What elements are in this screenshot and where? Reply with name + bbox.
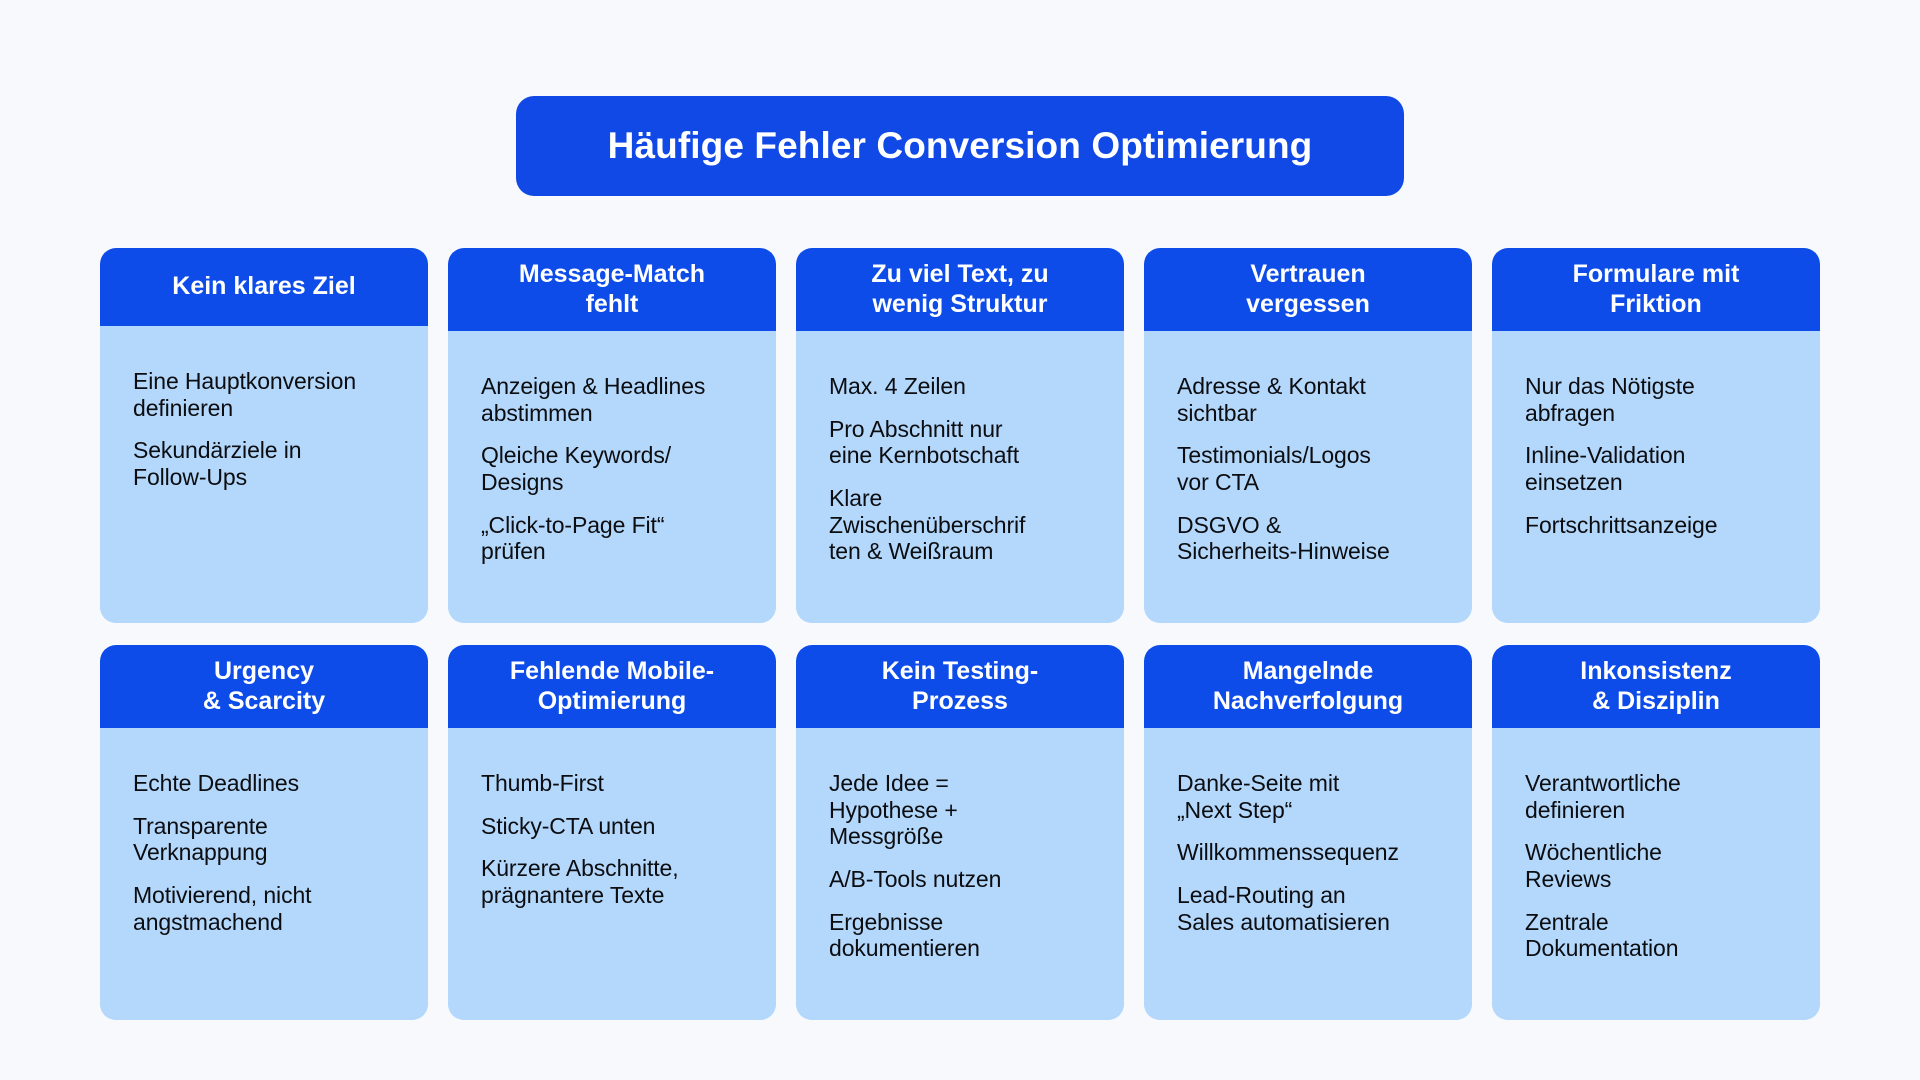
list-item: Nur das Nötigste abfragen [1525,373,1695,426]
card-urgency-scarcity: Urgency & Scarcity Echte Deadlines Trans… [100,645,428,1020]
card-kein-klares-ziel: Kein klares Ziel Eine Hauptkonversion de… [100,248,428,623]
card-title: Formulare mit Friktion [1572,260,1740,318]
list-item: Eine Hauptkonversion definieren [133,368,357,421]
list-item: Zentrale Dokumentation [1525,908,1679,962]
list-item: Danke-Seite mit „Next Step“ [1177,770,1340,823]
list-item: Pro Abschnitt nur eine Kernbotschaft [829,415,1019,469]
card-title: Kein Testing- Prozess [881,657,1039,715]
card-header: Zu viel Text, zu wenig Struktur [796,248,1124,331]
list-item: „Click-to-Page Fit“ prüfen [481,511,665,565]
list-item: Lead-Routing an Sales automatisieren [1177,882,1390,935]
card-header: Mangelnde Nachverfolgung [1144,645,1472,728]
list-item: Willkommenssequenz [1177,839,1399,866]
card-inkonsistenz-disziplin: Inkonsistenz & Disziplin Verantwortliche… [1492,645,1820,1020]
card-title: Zu viel Text, zu wenig Struktur [871,260,1049,318]
list-item: Testimonials/Logos vor CTA [1177,442,1371,496]
list-item: Jede Idee = Hypothese + Messgröße [829,770,958,850]
card-body: Thumb-First Sticky-CTA unten Kürzere Abs… [448,728,776,1020]
card-title: Vertrauen vergessen [1246,260,1370,318]
card-header: Kein klares Ziel [100,248,428,326]
card-header: Fehlende Mobile- Optimierung [448,645,776,728]
card-title: Urgency & Scarcity [202,657,326,715]
card-header: Kein Testing- Prozess [796,645,1124,728]
list-item: Adresse & Kontakt sichtbar [1177,373,1366,426]
card-title: Message-Match fehlt [518,260,706,318]
list-item: Motivierend, nicht angstmachend [133,882,312,935]
card-header: Inkonsistenz & Disziplin [1492,645,1820,728]
card-header: Urgency & Scarcity [100,645,428,728]
card-body: Danke-Seite mit „Next Step“ Willkommenss… [1144,728,1472,1020]
card-body: Max. 4 Zeilen Pro Abschnitt nur eine Ker… [796,331,1124,623]
card-title: Fehlende Mobile- Optimierung [509,657,715,715]
list-item: Ergebnisse dokumentieren [829,908,980,962]
page-title: Häufige Fehler Conversion Optimierung [607,125,1313,166]
list-item: Transparente Verknappung [133,812,268,866]
card-zu-viel-text: Zu viel Text, zu wenig Struktur Max. 4 Z… [796,248,1124,623]
card-message-match-fehlt: Message-Match fehlt Anzeigen & Headlines… [448,248,776,623]
list-item: Fortschrittsanzeige [1525,511,1718,538]
card-header: Vertrauen vergessen [1144,248,1472,331]
list-item: DSGVO & Sicherheits-Hinweise [1177,511,1390,565]
card-header: Formulare mit Friktion [1492,248,1820,331]
list-item: Inline-Validation einsetzen [1525,442,1686,496]
card-vertrauen-vergessen: Vertrauen vergessen Adresse & Kontakt si… [1144,248,1472,623]
card-body: Eine Hauptkonversion definieren Sekundär… [100,326,428,623]
card-body: Echte Deadlines Transparente Verknappung… [100,728,428,1020]
card-body: Jede Idee = Hypothese + Messgröße A/B-To… [796,728,1124,1020]
card-kein-testing-prozess: Kein Testing- Prozess Jede Idee = Hypoth… [796,645,1124,1020]
list-item: Sekundärziele in Follow-Ups [133,437,302,491]
card-header: Message-Match fehlt [448,248,776,331]
card-body: Verantwortliche definieren Wöchentliche … [1492,728,1820,1020]
list-item: Sticky-CTA unten [481,812,656,839]
list-item: Max. 4 Zeilen [829,373,966,399]
card-body: Anzeigen & Headlines abstimmen Qleiche K… [448,331,776,623]
card-formulare-mit-friktion: Formulare mit Friktion Nur das Nötigste … [1492,248,1820,623]
list-item: A/B-Tools nutzen [829,866,1002,893]
main-title-banner: Häufige Fehler Conversion Optimierung [516,96,1404,196]
list-item: Qleiche Keywords/ Designs [481,442,672,496]
list-item: Anzeigen & Headlines abstimmen [481,373,706,426]
list-item: Klare Zwischenüberschrif ten & Weißraum [829,485,1026,565]
list-item: Verantwortliche definieren [1525,770,1681,823]
card-mangelnde-nachverfolgung: Mangelnde Nachverfolgung Danke-Seite mit… [1144,645,1472,1020]
card-body: Nur das Nötigste abfragen Inline-Validat… [1492,331,1820,623]
list-item: Thumb-First [481,770,604,796]
card-title: Kein klares Ziel [172,272,356,301]
card-fehlende-mobile-optimierung: Fehlende Mobile- Optimierung Thumb-First… [448,645,776,1020]
card-title: Inkonsistenz & Disziplin [1580,657,1732,715]
list-item: Kürzere Abschnitte, prägnantere Texte [481,855,679,909]
cards-grid: Kein klares Ziel Eine Hauptkonversion de… [100,248,1820,1020]
card-body: Adresse & Kontakt sichtbar Testimonials/… [1144,331,1472,623]
list-item: Echte Deadlines [133,770,299,796]
card-title: Mangelnde Nachverfolgung [1212,657,1404,715]
list-item: Wöchentliche Reviews [1525,839,1662,893]
